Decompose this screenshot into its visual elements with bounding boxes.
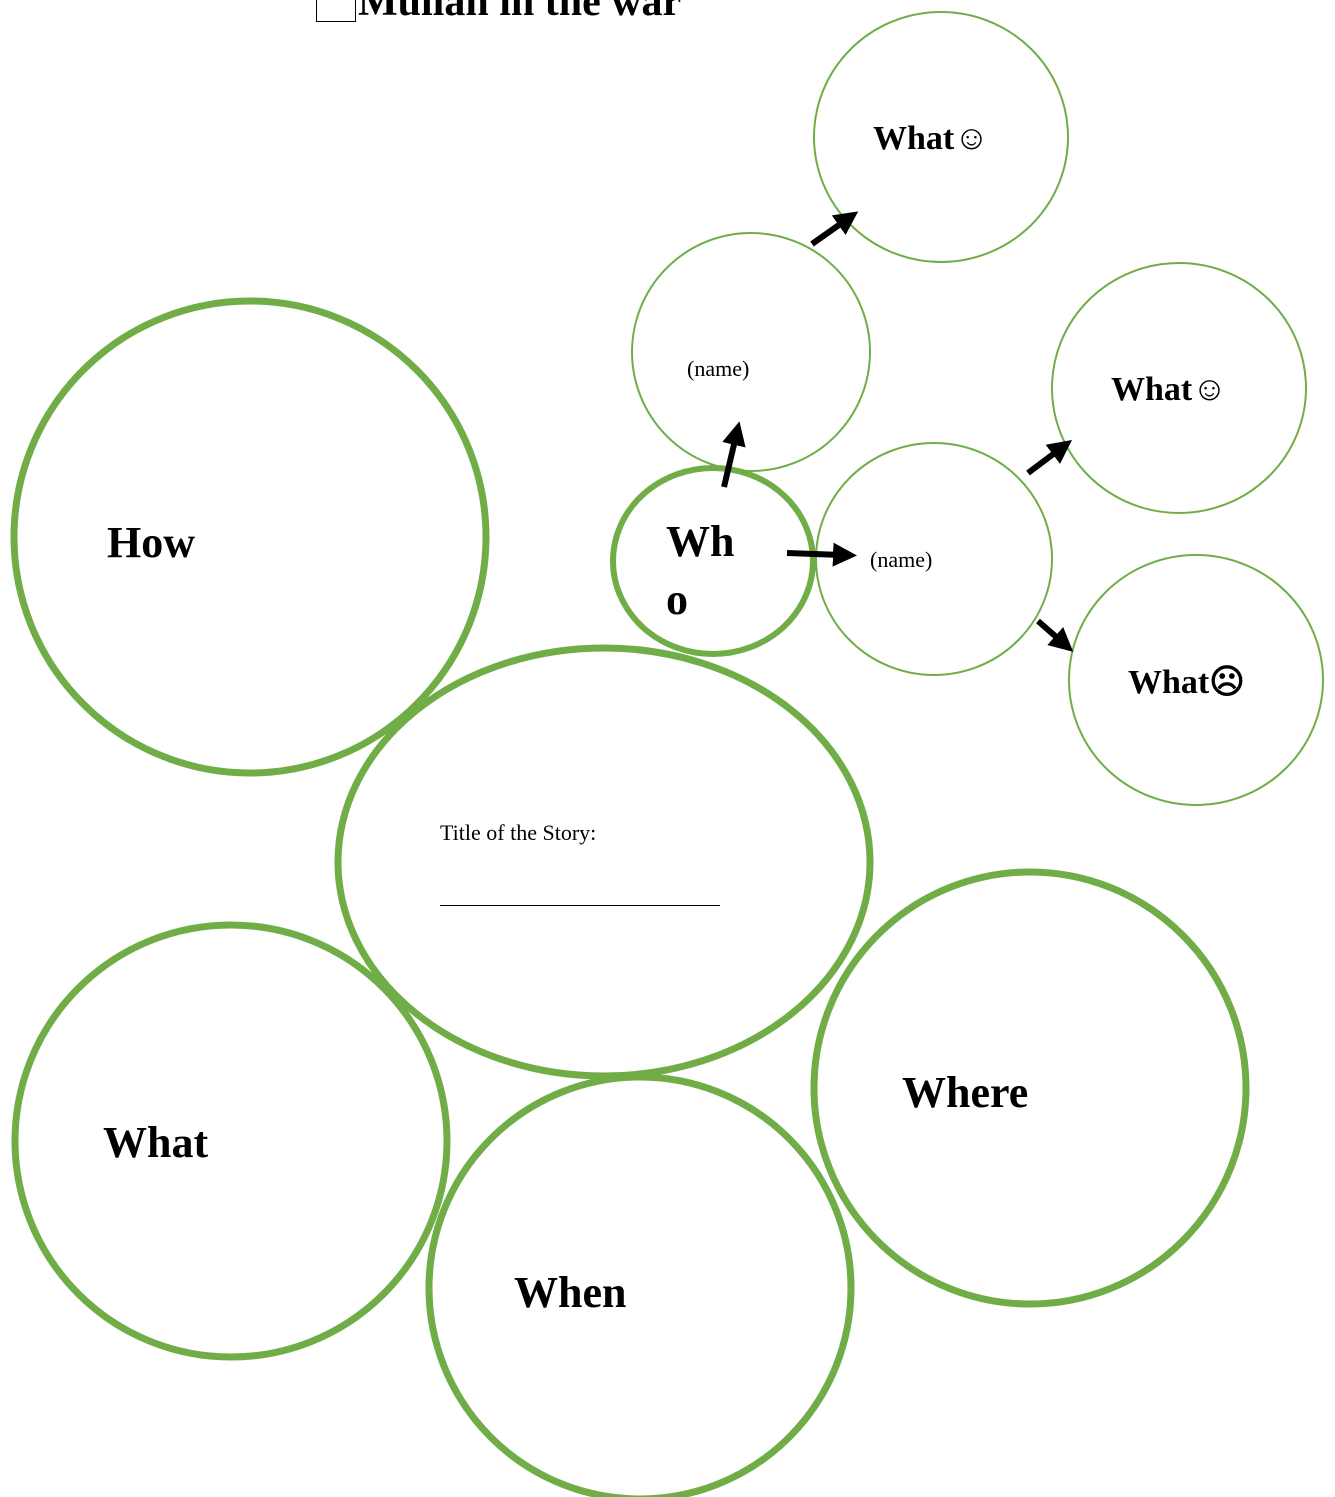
when-label: When bbox=[514, 1268, 627, 1317]
what-circle bbox=[11, 921, 451, 1361]
name-label-top: (name) bbox=[687, 356, 750, 381]
what-happy-circle-top bbox=[813, 11, 1069, 263]
page-title: Mulian in the war bbox=[316, 0, 681, 26]
how-label: How bbox=[107, 518, 195, 567]
where-circle bbox=[810, 868, 1250, 1308]
title-prompt-label: Title of the Story: bbox=[440, 820, 597, 845]
where-label: Where bbox=[902, 1068, 1029, 1117]
title-text: Mulian in the war bbox=[358, 0, 682, 25]
arrow-name-right-to-what-sad bbox=[1036, 618, 1074, 652]
what-happy-label-top: What☺ bbox=[873, 120, 989, 157]
what-label: What bbox=[103, 1118, 209, 1167]
title-ellipse bbox=[334, 644, 874, 1080]
name-circle-right bbox=[815, 442, 1053, 676]
what-sad-label: What☹ bbox=[1128, 664, 1245, 701]
what-happy-label-right: What☺ bbox=[1111, 371, 1227, 408]
what-happy-circle-right bbox=[1051, 262, 1307, 514]
how-circle bbox=[10, 297, 490, 777]
when-circle bbox=[425, 1073, 855, 1497]
who-circle bbox=[610, 465, 816, 657]
arrow-name-right-to-what-happy bbox=[1026, 440, 1072, 476]
who-label: Who bbox=[666, 517, 735, 624]
title-blank-line bbox=[440, 905, 720, 906]
name-circle-top bbox=[631, 232, 871, 472]
title-checkbox bbox=[316, 0, 356, 22]
arrow-who-to-name-right bbox=[786, 542, 857, 567]
arrow-who-to-name-top bbox=[721, 421, 746, 488]
what-sad-circle bbox=[1068, 554, 1324, 806]
arrow-name-top-to-what bbox=[810, 211, 859, 247]
name-label-right: (name) bbox=[870, 547, 933, 572]
